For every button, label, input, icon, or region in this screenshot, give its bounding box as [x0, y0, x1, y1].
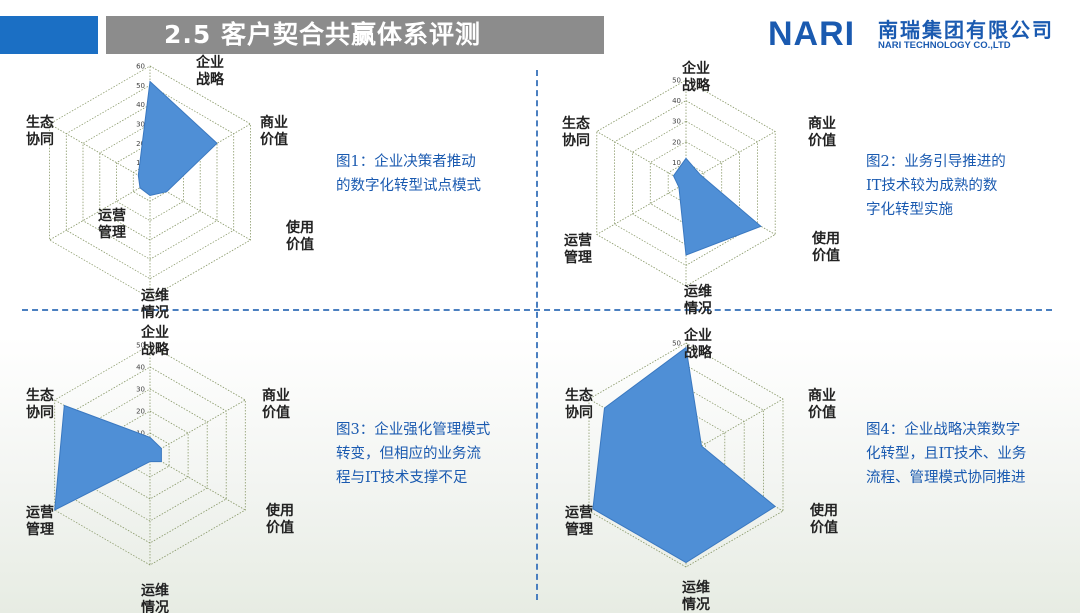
- axis-spoke: [685, 131, 776, 184]
- tick-label: 10: [672, 159, 681, 167]
- caption-line: 程与IT技术支撑不足: [336, 470, 468, 486]
- company-name-cn: 南瑞集团有限公司: [878, 18, 1054, 42]
- caption-4: 图4：企业战略决策数字 化转型，且IT技术、业务 流程、管理模式协同推进: [866, 418, 1026, 490]
- axis-spoke: [596, 182, 687, 235]
- grid-ring: [82, 104, 218, 260]
- tick-label: 40: [136, 101, 145, 109]
- axis-label: 企业战略: [683, 327, 713, 361]
- axis-label: 商业价值: [260, 114, 288, 148]
- axis-label: 运营管理: [98, 207, 126, 241]
- axis-label: 运营管理: [26, 504, 54, 538]
- radar-3: 01020304050企业战略商业价值使用价值运维情况运营管理生态协同: [26, 324, 294, 613]
- axis-label: 运维情况: [684, 283, 712, 317]
- tick-label: 20: [136, 140, 145, 148]
- axis-label: 生态协同: [565, 387, 593, 421]
- tick-label: 50: [136, 342, 145, 350]
- axis-label: 企业战略: [681, 60, 711, 94]
- caption-line: 的数字化转型试点模式: [336, 178, 481, 194]
- tick-label: 50: [672, 340, 681, 348]
- company-name-en: NARI TECHNOLOGY CO.,LTD: [878, 40, 1011, 51]
- tick-label: 50: [672, 77, 681, 85]
- tick-label: 30: [672, 118, 681, 126]
- radar-2: 01020304050企业战略商业价值使用价值运维情况运营管理生态协同: [562, 60, 840, 317]
- radar-4: 01020304050企业战略商业价值使用价值运维情况运营管理生态协同: [565, 327, 838, 613]
- caption-line: 图4：企业战略决策数字: [866, 422, 1021, 438]
- axis-spoke: [49, 181, 151, 241]
- tick-label: 20: [672, 138, 681, 146]
- caption-line: 流程、管理模式协同推进: [866, 470, 1026, 486]
- tick-label: 30: [136, 121, 145, 129]
- radar-1: 0102030405060企业战略商业价值使用价值运维情况运营管理生态协同: [26, 54, 314, 321]
- grid-ring: [49, 65, 251, 299]
- axis-spoke: [149, 454, 246, 511]
- axis-label: 商业价值: [808, 387, 836, 421]
- tick-label: 50: [136, 82, 145, 90]
- data-series-area: [137, 80, 218, 197]
- axis-spoke: [49, 123, 151, 183]
- axis-spoke: [596, 131, 687, 184]
- axis-label: 生态协同: [26, 387, 54, 421]
- company-logo: NARI 南瑞集团有限公司 NARI TECHNOLOGY CO.,LTD: [768, 14, 1068, 58]
- caption-2: 图2：业务引导推进的 IT技术较为成熟的数 字化转型实施: [866, 150, 1006, 222]
- axis-label: 使用价值: [265, 502, 294, 536]
- axis-label: 使用价值: [811, 230, 840, 264]
- axis-label: 生态协同: [562, 115, 590, 149]
- tick-label: 20: [136, 408, 145, 416]
- data-series-area: [592, 346, 777, 564]
- data-series-area: [672, 157, 762, 256]
- axis-spoke: [685, 398, 784, 456]
- title-bar: 2.5 客户契合共赢体系评测: [106, 16, 604, 54]
- axis-label: 运营管理: [564, 232, 592, 266]
- caption-line: 图2：业务引导推进的: [866, 154, 1006, 170]
- caption-line: 化转型，且IT技术、业务: [866, 446, 1027, 462]
- quadrant-divider-vertical: [536, 70, 538, 600]
- data-series-area: [54, 404, 162, 511]
- caption-line: 转变，但相应的业务流: [336, 446, 481, 462]
- axis-label: 生态协同: [26, 114, 54, 148]
- quadrant-divider-horizontal: [22, 309, 1052, 311]
- axis-label: 企业战略: [195, 54, 225, 88]
- caption-1: 图1：企业决策者推动 的数字化转型试点模式: [336, 150, 481, 198]
- axis-label: 运营管理: [565, 504, 593, 538]
- caption-line: 图3：企业强化管理模式: [336, 422, 491, 438]
- page-title: 2.5 客户契合共赢体系评测: [164, 20, 481, 49]
- tick-label: 60: [136, 63, 145, 71]
- caption-line: IT技术较为成熟的数: [866, 178, 998, 194]
- axis-label: 商业价值: [808, 115, 836, 149]
- caption-line: 字化转型实施: [866, 202, 953, 218]
- grid-ring: [667, 161, 705, 205]
- grid-ring: [54, 344, 246, 566]
- axis-spoke: [149, 399, 246, 456]
- axis-label: 商业价值: [262, 387, 290, 421]
- tick-label: 40: [672, 97, 681, 105]
- axis-label: 运维情况: [141, 582, 169, 613]
- logo-nari-text: NARI: [768, 15, 856, 53]
- axis-label: 运维情况: [141, 287, 169, 321]
- axis-label: 运维情况: [682, 579, 710, 613]
- caption-3: 图3：企业强化管理模式 转变，但相应的业务流 程与IT技术支撑不足: [336, 418, 490, 490]
- header-accent-bar: [0, 16, 98, 54]
- tick-label: 30: [136, 386, 145, 394]
- axis-label: 企业战略: [140, 324, 170, 358]
- grid-ring: [116, 142, 184, 222]
- axis-label: 使用价值: [809, 502, 838, 536]
- axis-label: 使用价值: [285, 219, 314, 253]
- caption-line: 图1：企业决策者推动: [336, 154, 476, 170]
- tick-label: 40: [136, 364, 145, 372]
